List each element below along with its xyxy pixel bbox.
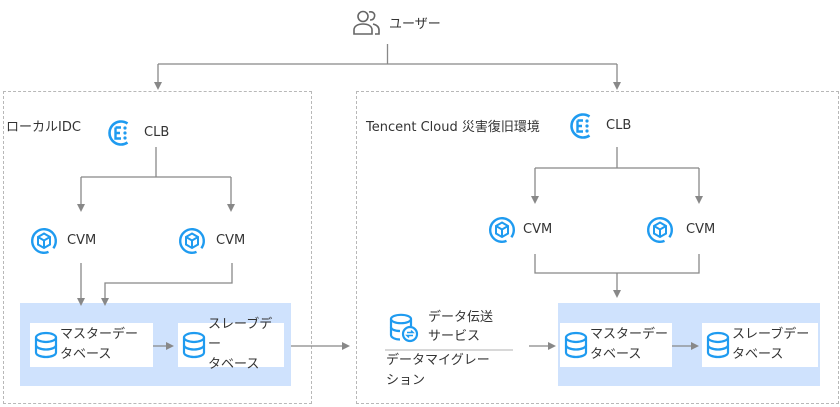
database-icon xyxy=(564,331,588,359)
database-icon xyxy=(182,331,206,359)
cloud-dr-zone xyxy=(356,91,839,404)
label-line: タベース xyxy=(590,347,642,362)
cloud-master-db-label: マスターデー タベース xyxy=(590,325,670,365)
database-icon xyxy=(706,331,730,359)
cloud-slave-db-label: スレーブデー タベース xyxy=(732,325,812,365)
cloud-dr-title: Tencent Cloud 災害復旧環境 xyxy=(366,120,540,135)
users-icon xyxy=(353,10,380,35)
local-idc-zone xyxy=(3,91,312,404)
clb-load-balancer-icon[interactable] xyxy=(568,112,596,140)
cloud-cvm-left-label: CVM xyxy=(523,222,553,237)
label-line: データマイグレー xyxy=(386,353,490,368)
label-line: スレーブデー xyxy=(208,317,273,352)
label-line: スレーブデー xyxy=(732,327,810,342)
local-clb-label: CLB xyxy=(144,125,170,140)
local-slave-db[interactable]: スレーブデー タベース xyxy=(178,317,284,372)
label-line: データ伝送 xyxy=(428,310,494,325)
wire-local-cvm-right-db xyxy=(101,263,233,306)
label-line: ション xyxy=(386,373,426,388)
local-master-db-label: マスターデー タベース xyxy=(60,325,140,365)
label-line: タベース xyxy=(732,347,784,362)
wire-cloud-cvm-left xyxy=(534,254,700,274)
user-label: ユーザー xyxy=(389,17,441,32)
label-line: マスターデー xyxy=(590,327,669,342)
database-icon xyxy=(34,331,58,359)
local-cvm-right-label: CVM xyxy=(216,233,246,248)
data-transfer-service-icon[interactable] xyxy=(389,313,419,343)
clb-load-balancer-icon[interactable] xyxy=(106,119,134,147)
cloud-slave-db[interactable]: スレーブデー タベース xyxy=(702,323,818,367)
local-slave-db-label: スレーブデー タベース xyxy=(208,315,284,375)
cvm-icon[interactable] xyxy=(178,227,206,255)
local-cvm-left-label: CVM xyxy=(67,233,97,248)
dts-label: データ伝送 サービス xyxy=(428,308,493,346)
label-line: サービス xyxy=(428,329,481,344)
label-line: タベース xyxy=(60,347,112,362)
local-master-db[interactable]: マスターデー タベース xyxy=(30,323,153,367)
cvm-icon[interactable] xyxy=(30,227,58,255)
cvm-icon[interactable] xyxy=(646,216,674,244)
label-line: マスターデー xyxy=(60,327,139,342)
cloud-cvm-right-label: CVM xyxy=(686,222,716,237)
cloud-clb-label: CLB xyxy=(606,118,632,133)
dts-caption: データマイグレー ション xyxy=(386,351,490,391)
label-line: タベース xyxy=(208,357,260,372)
cloud-master-db[interactable]: マスターデー タベース xyxy=(560,323,672,367)
local-idc-title: ローカルIDC xyxy=(6,120,81,135)
cvm-icon[interactable] xyxy=(488,216,516,244)
